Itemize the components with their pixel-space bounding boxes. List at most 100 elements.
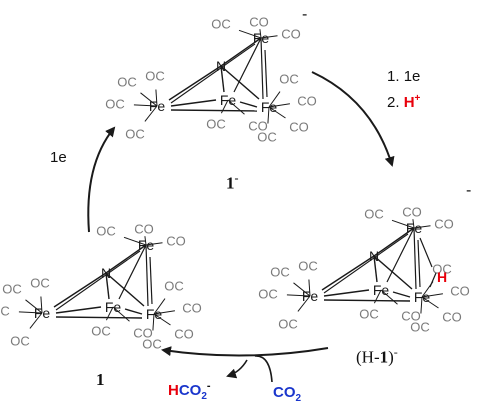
step-2-label: 2. H+: [387, 93, 421, 111]
right-cluster-corner-charge: -: [466, 182, 472, 199]
bond-fe-left-fe-apical: [170, 43, 256, 104]
bond-n-fe-left: [168, 65, 222, 101]
carbonyl-ligand: OC: [0, 304, 10, 319]
bond-fe-co-0: [238, 29, 262, 39]
carbonyl-ligand: OC: [145, 69, 165, 84]
bond-fe-apical-fe-middle: [386, 227, 415, 283]
carbonyl-ligand: CO: [133, 326, 153, 341]
step-1-text: 1e: [403, 68, 421, 85]
carbonyl-ligand: CO: [249, 15, 269, 30]
bond-fe-co-6: [297, 295, 311, 312]
bond-fe-apical-fe-right: [413, 227, 417, 290]
formate-subscript: 2: [201, 391, 207, 402]
iron-atom-middle: Fe: [105, 299, 122, 315]
bond-n-fe-middle: [105, 272, 110, 300]
bond-fe-co-1: [144, 236, 147, 246]
carbonyl-ligand: CO: [281, 27, 301, 42]
carbonyl-ligand: OC: [432, 262, 452, 277]
step-1-label: 1. 1e: [387, 69, 420, 84]
formate-label: HCO2-: [168, 381, 211, 402]
bond-fe-co-0: [391, 219, 415, 229]
bond-fe-co-8: [227, 99, 245, 115]
bond-fe-apical-fe-middle: [118, 244, 147, 300]
bond-fe-co-5: [286, 294, 311, 297]
right-cluster-number: 1: [379, 347, 389, 367]
carbonyl-ligand: CO: [402, 205, 422, 220]
arrow-left-to-top: [87, 126, 116, 233]
carbonyl-ligand: OC: [279, 72, 299, 87]
bond-n-fe-right: [220, 65, 260, 100]
bond-fe-co-6: [29, 312, 43, 329]
bond-fe-co-7: [105, 306, 114, 321]
carbonyl-ligand: CO: [401, 309, 421, 324]
bond-fe-co-6: [144, 105, 158, 122]
step-2-number: 2.: [387, 94, 400, 111]
arrow-formate-out: [226, 359, 248, 379]
bond-fe-co-4: [40, 296, 43, 314]
carbonyl-ligand: OC: [258, 287, 278, 302]
bond-fe-apical-n: [373, 227, 415, 257]
bond-fe-co-8: [380, 289, 398, 305]
bond-n-fe-right: [373, 255, 413, 290]
bond-fe-apical-fe-right-2: [264, 49, 268, 98]
bond-fe-left-fe-apical: [55, 250, 141, 311]
carbonyl-ligand: CO: [289, 120, 309, 135]
bond-fe-co-1: [259, 29, 262, 39]
iron-atom-right: Fe: [414, 289, 431, 305]
bond-fe-co-4: [308, 279, 311, 297]
bond-fe-apical-fe-middle: [233, 37, 262, 93]
carbonyl-ligand: OC: [364, 207, 384, 222]
iron-atom-left: Fe: [149, 98, 166, 114]
bond-fe-co-3: [140, 92, 158, 107]
bond-fe-co-12: [267, 106, 270, 124]
bond-fe-co-2: [145, 242, 163, 246]
carbonyl-ligand: OC: [10, 334, 30, 349]
carbonyl-ligand: OC: [298, 259, 318, 274]
bond-fe-middle-fe-right: [392, 291, 411, 298]
bond-fe-co-11: [153, 313, 171, 326]
bond-n-fe-middle: [220, 65, 225, 93]
carbonyl-ligand: CO: [248, 119, 268, 134]
iron-atom-middle: Fe: [220, 92, 237, 108]
nitrogen-atom: N: [101, 265, 111, 281]
bond-fe-co-3: [25, 299, 43, 314]
carbonyl-ligand: CO: [434, 217, 454, 232]
bond-fe-co-5: [133, 104, 158, 107]
iron-atom-apical: Fe: [138, 237, 155, 253]
carbonyl-ligand: OC: [125, 127, 145, 142]
bond-fe-apical-fe-right-2: [149, 256, 153, 305]
bond-fe-apical-n: [105, 244, 147, 274]
bond-hydride-fe-right: [429, 272, 437, 288]
iron-atom-right: Fe: [261, 99, 278, 115]
carbonyl-ligand: OC: [257, 130, 277, 145]
carbonyl-ligand: OC: [142, 337, 162, 352]
bond-fe-co-7: [220, 99, 229, 114]
bond-fe-co-9: [153, 298, 166, 315]
co2-label: CO2: [273, 385, 301, 404]
bond-fe-co-2: [260, 35, 278, 39]
iron-atom-left: Fe: [302, 288, 319, 304]
carbonyl-ligand: OC: [206, 117, 226, 132]
bond-fe-left-fe-right: [170, 109, 258, 112]
bond-fe-co-11: [421, 296, 439, 309]
step-2-proton-charge: +: [414, 93, 421, 104]
carbonyl-ligand: CO: [166, 234, 186, 249]
bond-fe-co-4: [155, 89, 158, 107]
carbonyl-ligand: OC: [91, 324, 111, 339]
bond-fe-co-12: [420, 296, 423, 314]
carbonyl-ligand: OC: [117, 75, 137, 90]
carbonyl-ligand: CO: [134, 222, 154, 237]
bond-fe-co-7: [373, 289, 382, 304]
bond-fe-co-9: [268, 91, 281, 108]
carbonyl-ligand: CO: [174, 327, 194, 342]
bond-n-fe-left: [321, 255, 375, 291]
bond-fe-middle-fe-right: [124, 308, 143, 315]
cycle-arrows: [87, 71, 395, 383]
carbonyl-ligand: OC: [278, 317, 298, 332]
formate-charge: -: [206, 380, 211, 392]
carbonyl-ligand: CO: [297, 94, 317, 109]
bond-fe-co-2: [413, 225, 431, 229]
